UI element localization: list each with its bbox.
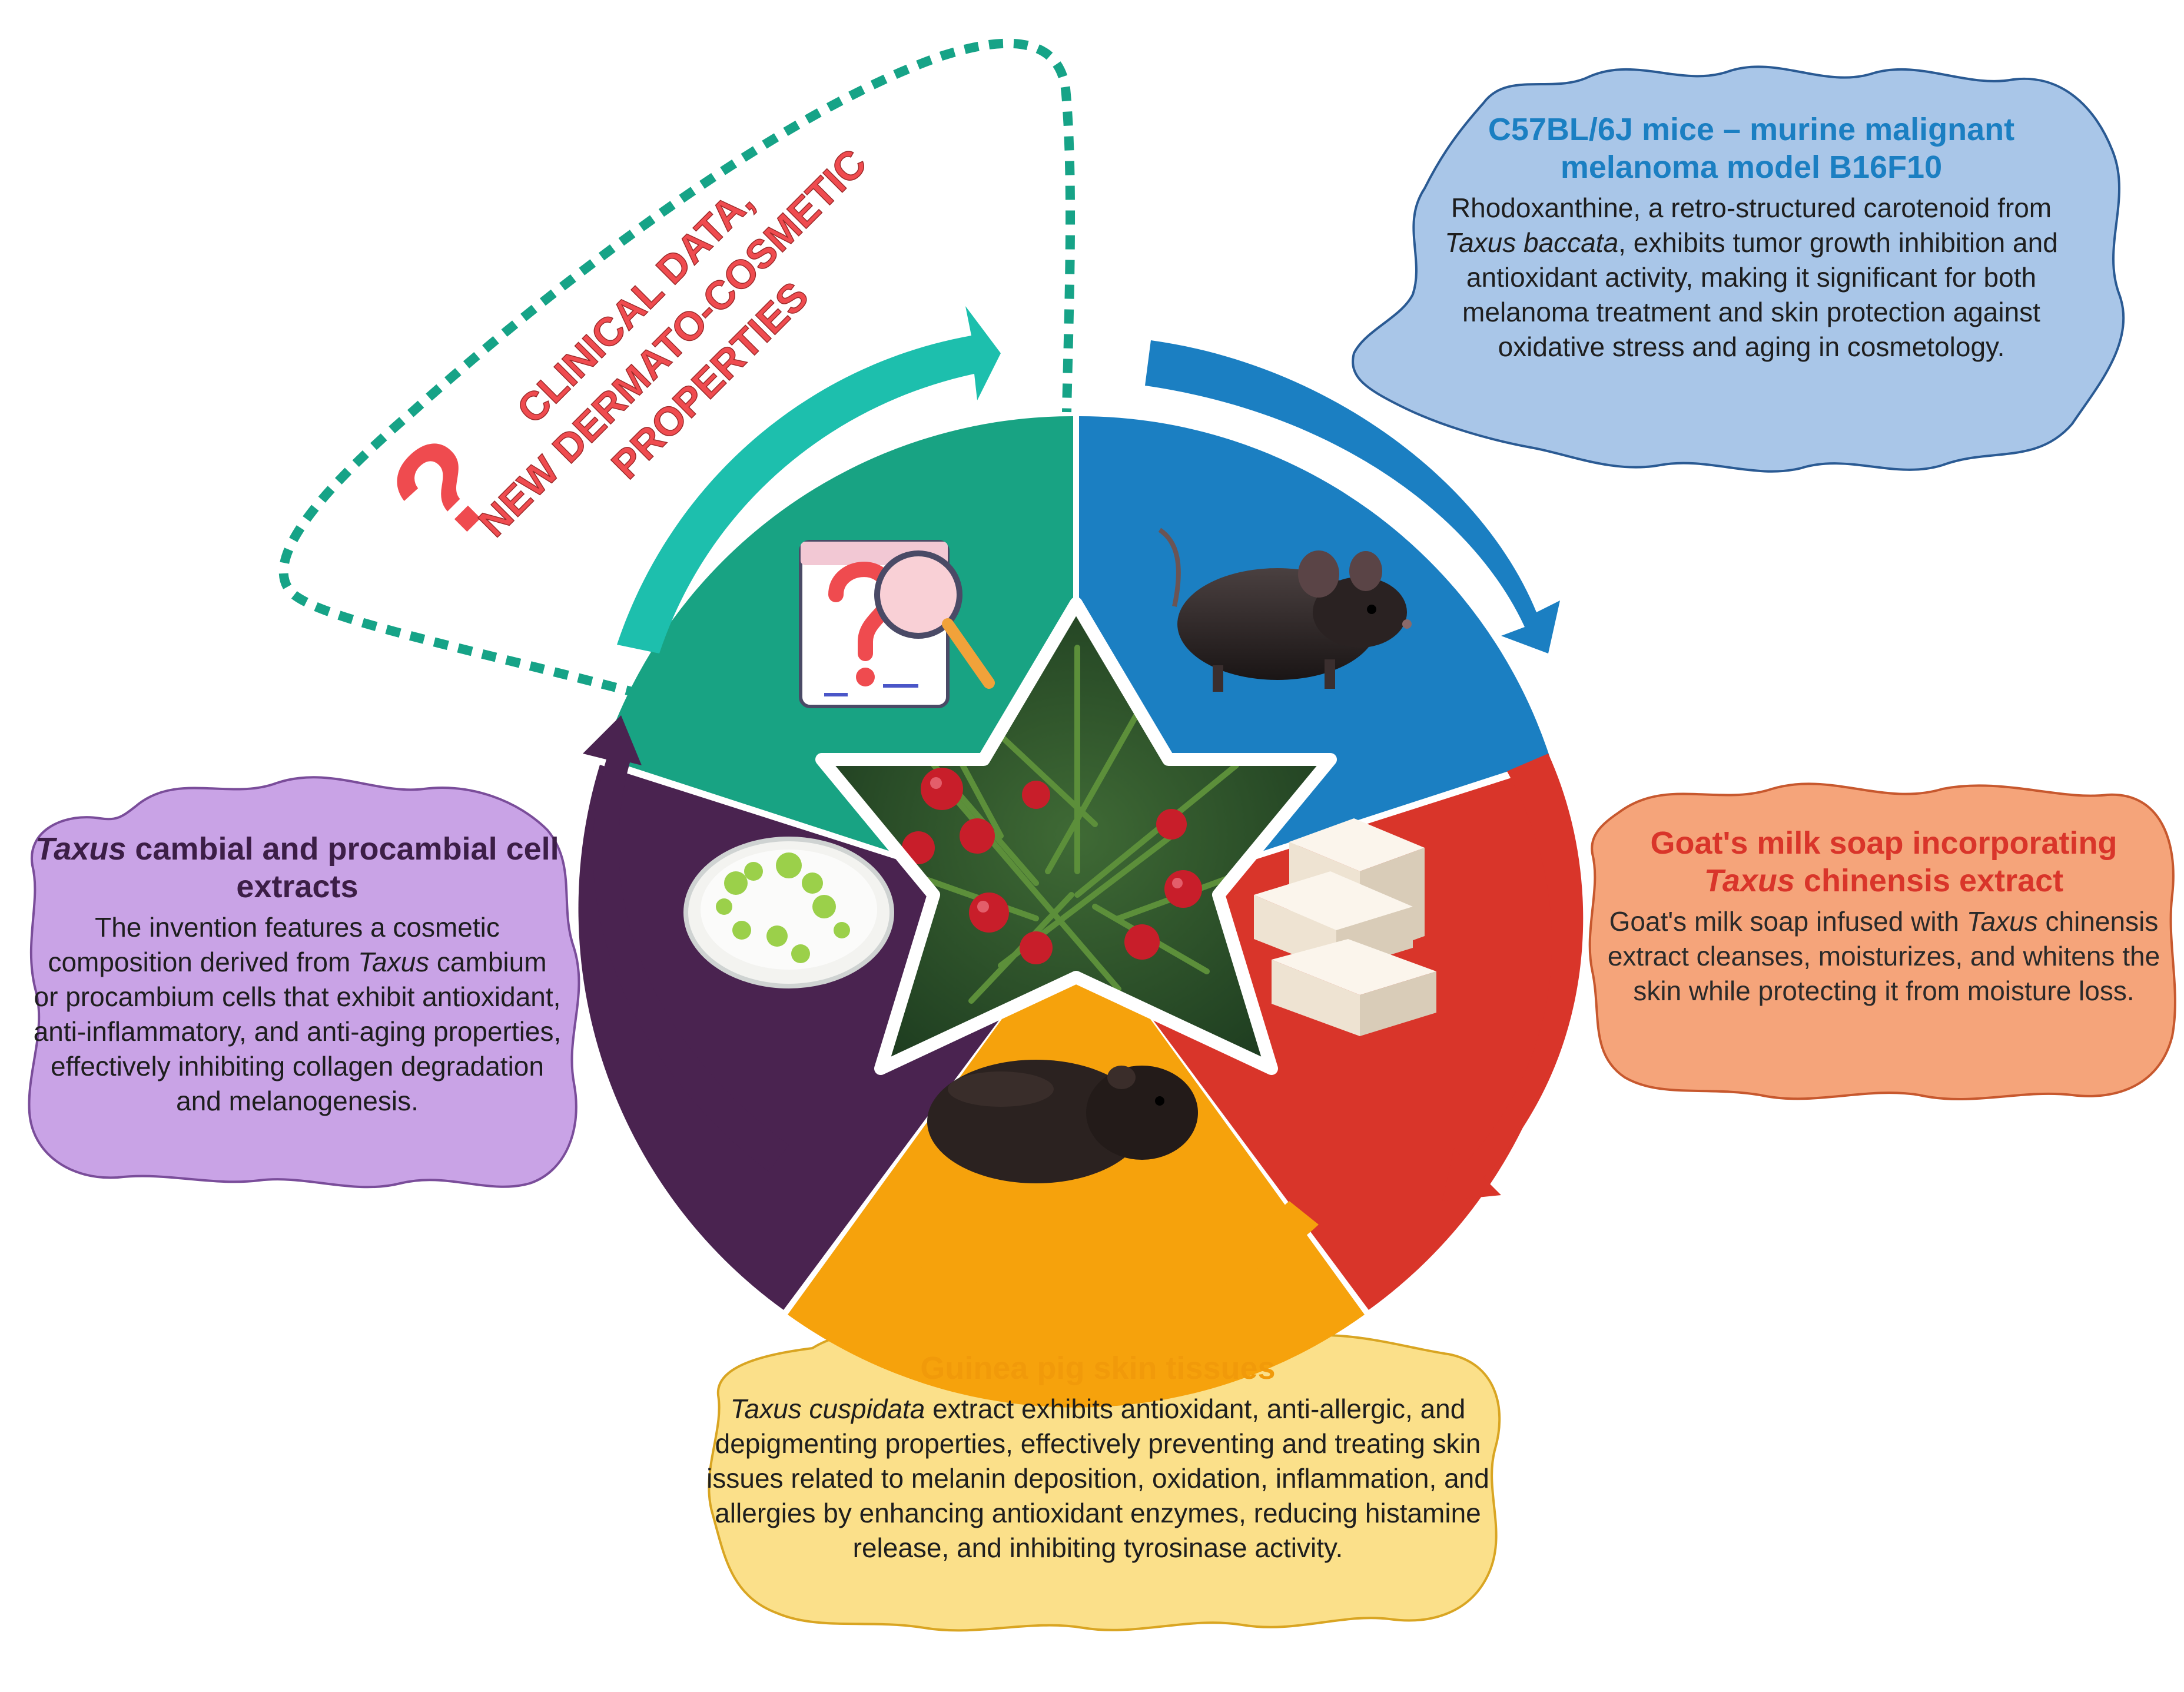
soap-bars-icon [1254, 818, 1436, 1036]
guinea-box-title: Guinea pig skin tissues [920, 1351, 1276, 1386]
arrow-soap [1442, 754, 1584, 1201]
cambial-box-bubble [28, 776, 580, 1189]
mice-box-text: Rhodoxanthine, a retro-structured carote… [1445, 193, 2058, 362]
mice-box-bubble [1352, 65, 2125, 473]
research-magnifier-icon [799, 540, 995, 708]
arrow-mice [1145, 340, 1560, 653]
mouse-icon [1158, 527, 1412, 692]
soap-box: Goat's milk soap incorporating Taxus chi… [1589, 824, 2178, 1008]
guinea-box-text: Taxus cuspidata extract exhibits antioxi… [706, 1394, 1489, 1563]
cambial-box-title: Taxus cambial and procambial cell extrac… [35, 831, 559, 904]
center-star-outline [815, 597, 1337, 1075]
arrow-guinea [859, 1201, 1319, 1317]
cambial-box: Taxus cambial and procambial cell extrac… [32, 830, 562, 1119]
question-dotted-callout [278, 38, 1076, 711]
petri-dish-icon [683, 837, 894, 988]
soap-box-bubble [1588, 782, 2176, 1100]
arrow-clinical [617, 306, 1001, 653]
question-line-2: NEW DERMATO-COSMETIC [470, 141, 875, 546]
mice-box-title: C57BL/6J mice – murine malignant melanom… [1488, 112, 2015, 185]
cambial-box-text: The invention features a cosmetic compos… [33, 912, 562, 1116]
guinea-pig-icon [927, 1060, 1198, 1183]
guinea-box: Guinea pig skin tissues Taxus cuspidata … [706, 1349, 1489, 1565]
soap-box-title: Goat's milk soap incorporating Taxus chi… [1650, 825, 2117, 898]
soap-box-text: Goat's milk soap infused with Taxus chin… [1607, 906, 2160, 1006]
arrow-cambial [583, 715, 789, 1172]
mice-box: C57BL/6J mice – murine malignant melanom… [1416, 111, 2087, 364]
